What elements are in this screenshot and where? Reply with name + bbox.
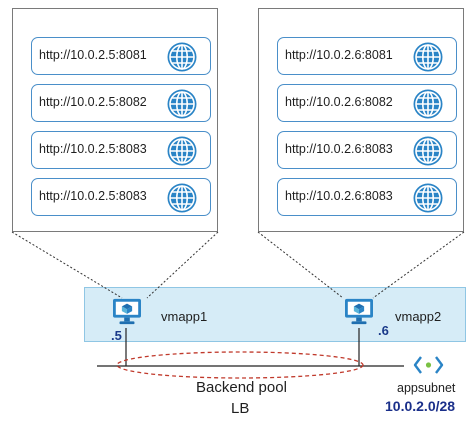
connector-line: [257, 231, 344, 299]
connector-line: [372, 231, 465, 299]
vm-ip-label: .6: [378, 323, 389, 338]
virtual-machine-icon: [345, 298, 373, 325]
endpoint-url: http://10.0.2.5:8083: [39, 142, 147, 156]
endpoint-box: http://10.0.2.6:8081: [277, 37, 457, 75]
vm-ip-label: .5: [111, 328, 122, 343]
endpoint-url: http://10.0.2.6:8083: [285, 189, 393, 203]
subnet-cidr-label: 10.0.2.0/28: [385, 398, 456, 414]
endpoint-box: http://10.0.2.5:8081: [31, 37, 211, 75]
endpoint-box: http://10.0.2.5:8083: [31, 178, 211, 216]
endpoint-box: http://10.0.2.5:8082: [31, 84, 211, 122]
endpoint-url: http://10.0.2.5:8081: [39, 48, 147, 62]
subnet-icon: [413, 356, 444, 374]
backend-pool-ellipse: [116, 351, 364, 379]
load-balancer-label: LB: [231, 400, 250, 417]
backend-pool-label: Backend pool: [196, 379, 287, 396]
vmapp2-endpoints-panel: http://10.0.2.6:8081 http://10.0.2.6:808…: [258, 8, 464, 232]
connector-line: [11, 231, 123, 299]
endpoint-url: http://10.0.2.6:8082: [285, 95, 393, 109]
endpoint-box: http://10.0.2.6:8082: [277, 84, 457, 122]
endpoint-url: http://10.0.2.5:8082: [39, 95, 147, 109]
connector-line: [146, 231, 219, 299]
vmapp1-endpoints-panel: http://10.0.2.5:8081 http://10.0.2.5:808…: [12, 8, 218, 232]
endpoint-box: http://10.0.2.6:8083: [277, 131, 457, 169]
endpoint-box: http://10.0.2.5:8083: [31, 131, 211, 169]
vm-name-label: vmapp2: [395, 309, 442, 324]
endpoint-url: http://10.0.2.6:8081: [285, 48, 393, 62]
subnet-name-label: appsubnet: [397, 381, 456, 395]
vm-name-label: vmapp1: [161, 309, 208, 324]
virtual-machine-icon: [113, 298, 141, 325]
endpoint-url: http://10.0.2.6:8083: [285, 142, 393, 156]
endpoint-box: http://10.0.2.6:8083: [277, 178, 457, 216]
endpoint-url: http://10.0.2.5:8083: [39, 189, 147, 203]
subnet-band: [84, 287, 466, 342]
